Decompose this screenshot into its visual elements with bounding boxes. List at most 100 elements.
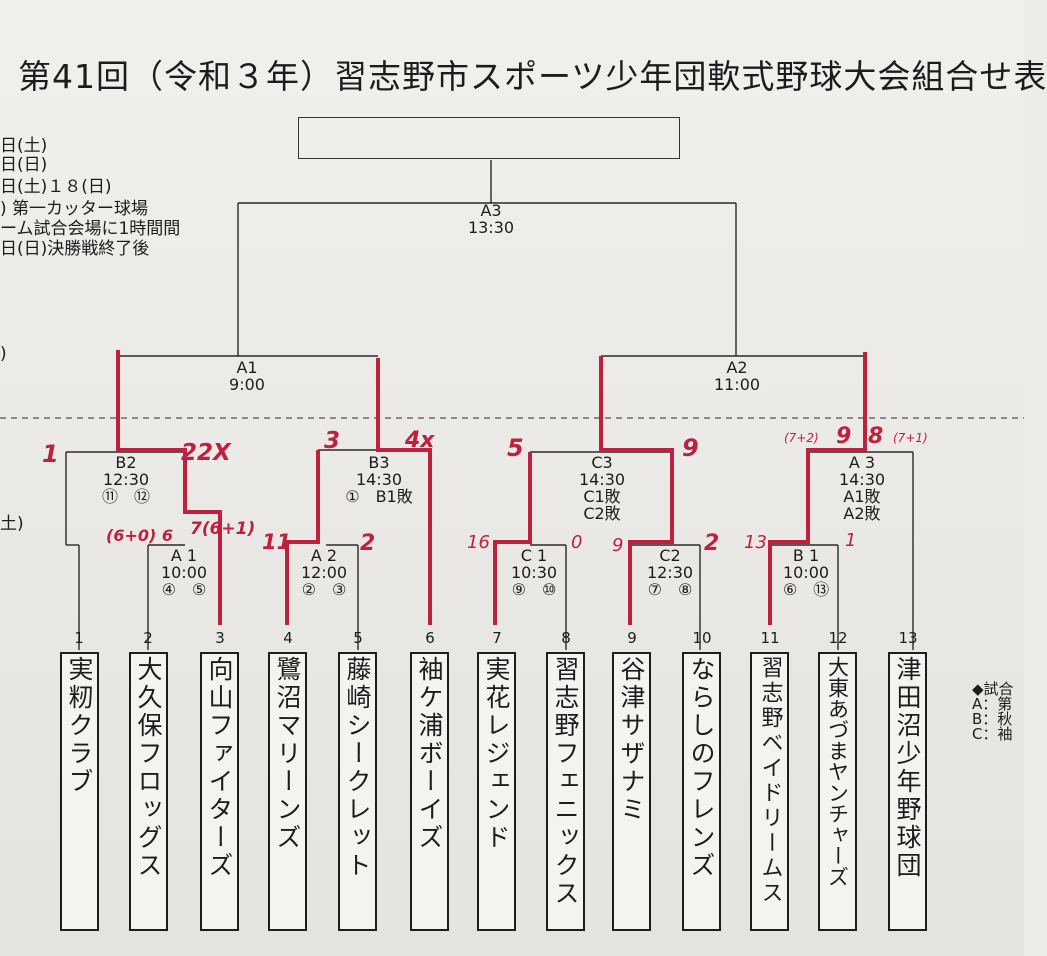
winner-path-team4	[285, 450, 320, 625]
info-line-2: 日(日)	[0, 155, 48, 175]
match-code: C 1	[520, 546, 548, 565]
match-time: 12:00	[300, 563, 348, 582]
match-time: 10:00	[160, 563, 208, 582]
team-name: 鷺沼マリーンズ	[273, 656, 302, 852]
bracket-lines	[0, 160, 1024, 650]
team-name: 大東あづまヤンチャーズ	[825, 656, 850, 887]
match-note-2: A2敗	[843, 504, 881, 523]
match-note: ① B1敗	[345, 487, 413, 506]
score-a2-right: 2	[360, 531, 376, 556]
team-seed: 7	[492, 629, 502, 647]
team-name: 実籾クラブ	[65, 656, 94, 796]
score-b3-right: 4x	[405, 428, 435, 453]
match-time: 14:30	[355, 470, 403, 489]
match-a2-semi: A2 11:00	[702, 359, 772, 393]
match-code: A1	[236, 358, 258, 377]
score-b2-left: 1	[42, 440, 59, 468]
score-c1-right: 0	[571, 532, 583, 553]
team-seed: 6	[425, 629, 435, 647]
score-c1-left: 16	[467, 532, 490, 553]
bracket-winner-lines	[116, 350, 867, 625]
info-line-4: ) 第一カッター球場	[0, 199, 149, 219]
legend-line: B：秋	[972, 710, 1013, 728]
team-seed: 5	[353, 629, 363, 647]
score-a1-left: (6+0) 6	[106, 526, 173, 545]
match-note: ⑦ ⑧	[647, 580, 693, 599]
team-box-2: 大久保フロッグス	[129, 652, 168, 931]
team-seed: 4	[283, 629, 293, 647]
info-line-1: 日(土)	[0, 136, 48, 156]
match-time: 13:30	[467, 218, 515, 237]
team-box-13: 津田沼少年野球団	[888, 652, 927, 931]
team-seed: 11	[760, 629, 780, 647]
team-seed: 10	[692, 629, 712, 647]
score-a3-right-paren: (7+1)	[893, 431, 928, 445]
match-note: ⑪ ⑫	[101, 487, 150, 506]
info-line-3: 日(土)１８(日)	[0, 177, 112, 197]
match-code: A2	[726, 358, 748, 377]
match-a1: A 1 10:00 ④ ⑤	[144, 547, 224, 598]
team-name: 谷津サザナミ	[617, 656, 646, 824]
team-box-5: 藤崎シークレット	[338, 652, 377, 931]
winner-path-team7	[493, 452, 532, 625]
match-code: B2	[115, 453, 137, 472]
match-a2: A 2 12:00 ② ③	[284, 547, 364, 598]
match-b2: B2 12:30 ⑪ ⑫	[86, 454, 166, 505]
team-box-12: 大東あづまヤンチャーズ	[818, 652, 857, 931]
team-name: 袖ケ浦ボーイズ	[415, 656, 444, 852]
team-name: ならしのフレンズ	[687, 656, 716, 880]
match-c3: C3 14:30 C1敗 C2敗	[562, 454, 642, 522]
score-c2-left: 9	[612, 535, 624, 556]
champion-box	[298, 117, 680, 159]
team-name: 習志野フェニックス	[551, 656, 580, 908]
team-seed: 8	[561, 629, 571, 647]
team-seed: 3	[215, 629, 225, 647]
score-a3-left: 9	[836, 424, 852, 449]
match-a1-semi: A1 9:00	[212, 359, 282, 393]
match-code: A 2	[310, 546, 338, 565]
match-a3: A 3 14:30 A1敗 A2敗	[822, 454, 902, 522]
match-note: ② ③	[301, 580, 347, 599]
match-code: B 1	[792, 546, 820, 565]
team-box-4: 鷺沼マリーンズ	[268, 652, 307, 931]
team-box-1: 実籾クラブ	[60, 652, 99, 931]
team-name: 習志野ベイドリームス	[757, 656, 783, 906]
team-name: 津田沼少年野球団	[893, 656, 922, 880]
score-a1-right: 7(6+1)	[190, 519, 256, 539]
match-note-2: C2敗	[583, 504, 621, 523]
team-box-9: 谷津サザナミ	[612, 652, 651, 931]
match-time: 10:00	[782, 563, 830, 582]
team-name: 藤崎シークレット	[343, 656, 372, 880]
match-time: 10:30	[510, 563, 558, 582]
team-box-3: 向山ファイターズ	[200, 652, 239, 931]
score-a3-left-paren: (7+2)	[784, 431, 819, 445]
page-title: 第41回（令和３年）習志野市スポーツ少年団軟式野球大会組合せ表	[18, 57, 1047, 96]
legend-line: A：第	[972, 695, 1013, 713]
score-b1-left: 13	[744, 532, 767, 553]
match-note: ④ ⑤	[161, 580, 207, 599]
side-mark-2: 土)	[0, 514, 24, 534]
bracket-black-lines	[0, 160, 1024, 650]
match-time: 12:30	[102, 470, 150, 489]
match-note: ⑥ ⑬	[782, 580, 830, 599]
match-note: A1敗	[843, 487, 881, 506]
team-box-11: 習志野ベイドリームス	[750, 652, 789, 931]
match-code: C2	[659, 546, 681, 565]
match-code: C3	[591, 453, 613, 472]
team-name: 向山ファイターズ	[205, 656, 234, 880]
team-seed: 12	[828, 629, 848, 647]
match-code: A 1	[170, 546, 198, 565]
score-c2-right: 2	[704, 531, 720, 556]
match-time: 12:30	[646, 563, 694, 582]
match-c2: C2 12:30 ⑦ ⑧	[630, 547, 710, 598]
team-name: 大久保フロッグス	[134, 656, 163, 880]
team-seed: 2	[143, 629, 153, 647]
match-b1: B 1 10:00 ⑥ ⑬	[766, 547, 846, 598]
team-box-10: ならしのフレンズ	[682, 652, 721, 931]
team-name: 実花レジェンド	[482, 656, 511, 852]
match-b3: B3 14:30 ① B1敗	[334, 454, 424, 505]
match-code: B3	[368, 453, 390, 472]
score-b2-right: 22X	[181, 440, 231, 466]
team-box-8: 習志野フェニックス	[546, 652, 585, 931]
